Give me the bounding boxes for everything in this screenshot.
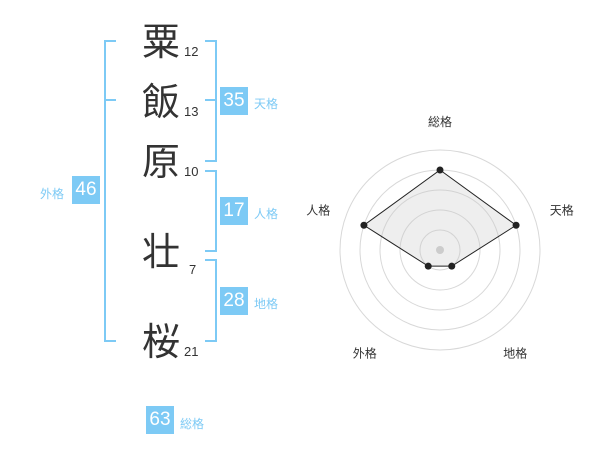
jinkaku-label: 人格: [254, 207, 279, 221]
radar-point-4: [424, 262, 432, 270]
gaikaku-label: 外格: [40, 187, 65, 201]
name-char-4: 壮: [141, 230, 180, 274]
name-char-3: 原: [141, 140, 180, 184]
tenkaku-bracket: [205, 40, 217, 162]
tenkaku-bracket-tick: [205, 99, 217, 101]
radar-ring: [419, 229, 461, 271]
radar-axis-label: 地格: [503, 346, 527, 361]
stroke-count-1: 12: [184, 44, 199, 59]
radar-point-2: [512, 221, 520, 229]
radar-polygon: [363, 169, 517, 267]
tenkaku-label: 天格: [254, 97, 279, 111]
name-char-2: 飯: [141, 80, 180, 124]
jinkaku-value: 17: [220, 197, 248, 225]
radar-axis-label: 総格: [428, 114, 452, 129]
jinkaku-bracket: [205, 170, 217, 252]
gaikaku-bracket: [104, 40, 116, 342]
soukaku-value: 63: [146, 406, 174, 434]
radar-ring: [339, 149, 541, 351]
radar-axis-label: 天格: [550, 202, 574, 217]
stroke-count-4: 7: [189, 262, 197, 277]
gaikaku-value: 46: [72, 176, 100, 204]
radar-axis-label: 人格: [306, 202, 330, 217]
tenkaku-value: 35: [220, 87, 248, 115]
radar-ring: [399, 209, 481, 291]
radar-axis-label: 外格: [353, 346, 377, 361]
stroke-count-2: 13: [184, 104, 199, 119]
stroke-count-3: 10: [184, 164, 199, 179]
chikaku-bracket: [205, 259, 217, 342]
chikaku-value: 28: [220, 287, 248, 315]
radar-point-1: [436, 166, 444, 174]
chikaku-label: 地格: [254, 297, 279, 311]
stroke-count-5: 21: [184, 344, 199, 359]
name-char-5: 桜: [141, 320, 180, 364]
radar-point-5: [360, 221, 368, 229]
radar-point-3: [448, 262, 456, 270]
name-char-1: 粟: [141, 20, 180, 64]
radar-ring: [379, 189, 501, 311]
soukaku-label: 総格: [180, 417, 205, 431]
radar-center: [436, 246, 444, 254]
gaikaku-bracket-tick: [104, 99, 116, 101]
